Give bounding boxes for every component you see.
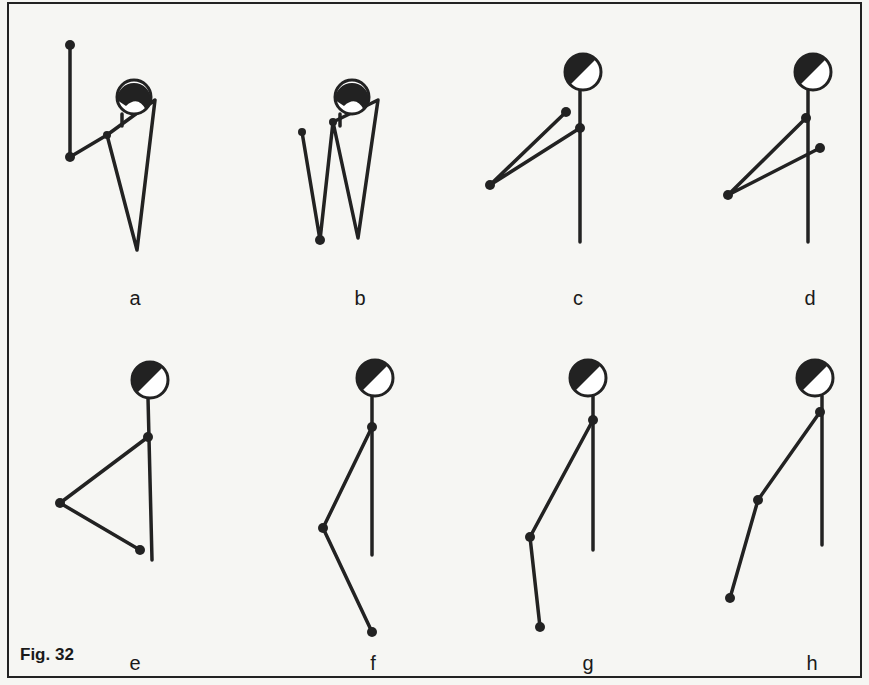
panel-letter: c [573, 288, 583, 308]
panel-letter: e [129, 653, 140, 673]
panel-letter: h [806, 653, 817, 673]
panel-letter: b [354, 288, 365, 308]
panel-letter: f [370, 653, 376, 673]
panel-letter: a [129, 288, 140, 308]
figure-caption: Fig. 32 [20, 646, 74, 663]
panel-letter: g [582, 653, 593, 673]
panel-letter: d [804, 288, 815, 308]
